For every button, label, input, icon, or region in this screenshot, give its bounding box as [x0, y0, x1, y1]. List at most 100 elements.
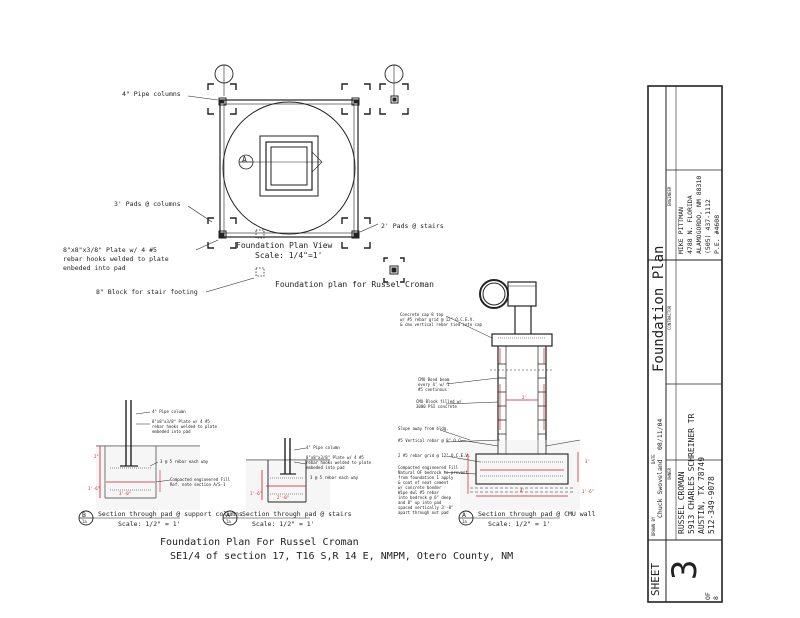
plan-center-inner [270, 146, 308, 186]
tb-eng-addr1: 4788 N. FLORIDA [686, 195, 694, 254]
c-bond-line2: every 4' w/ 1 [418, 382, 450, 387]
b-marker-letter: B [82, 511, 86, 519]
c-cap-line1: Concrete cap 8 top [400, 312, 444, 317]
c-comp-line6: Wipe dwl #5 rebar [398, 490, 439, 495]
c-comp-line5: w/ concrete bonder [398, 485, 442, 490]
tb-drawnby-value: Chuck Swoveland [656, 459, 664, 518]
section-a-drawing [246, 438, 330, 512]
tb-eng-pe: P.E. #4608 [713, 214, 721, 254]
c-section-scale: Scale: 1/2" = 1' [488, 520, 551, 528]
b-section-title: Section through pad @ support columns [98, 510, 243, 518]
label-plate-line1: 8"x8"x3/8" Plate w/ 4 #5 [63, 246, 157, 254]
c-comp-line10: apart through out pad [398, 510, 449, 515]
c-comp-line4: & coat of neat cement [398, 480, 449, 485]
a-dim-width: 2'-0" [277, 495, 290, 500]
a-plate-line1: 8"x8"x3/8" Plate w/ 4 #5 [306, 455, 364, 460]
tb-drawnby-label: DRAWN BY [651, 516, 656, 536]
c-fill-line2: 3000 PSI concrete [416, 404, 457, 409]
label-pads-stairs: 2' Pads @ stairs [381, 222, 444, 230]
c-comp-line7: into bedrock @ 6" deep [398, 495, 451, 500]
tb-of-total: 8 [712, 596, 720, 600]
section-b-drawing [96, 400, 200, 510]
tb-engineer-label: ENGINEER [667, 186, 672, 206]
c-section-title: Section through pad @ CMU wall [478, 510, 596, 518]
c-comp-line2: Natural OF bedrock to prevent [398, 470, 468, 475]
plan-center-arrow [240, 151, 323, 173]
caption-title: Foundation Plan For Russel Croman [160, 537, 359, 548]
b-dim-height: 2" [94, 454, 99, 459]
tb-eng-name: MIKE PITTMAN [677, 207, 685, 254]
caption-legal: SE1/4 of section 17, T16 S,R 14 E, NMPM,… [170, 551, 514, 562]
c-comp-line8: and 8" up into pad [398, 500, 442, 505]
b-dim-depth: 1'-6" [88, 486, 101, 491]
tb-date-label: DATE [651, 454, 656, 464]
c-bond-line3: #5 continous [418, 387, 447, 392]
b-plate-line1: 8"x8"x3/8" Plate w/ 4 #5 [152, 419, 210, 424]
b-pipe-label: 4" Pipe column [152, 409, 186, 414]
b-rebar-label: 3 @ 5 rebar each way [160, 459, 209, 464]
a-pipe-label: 4" Pipe column [306, 445, 340, 450]
a-rebar-label: 3 @ 5 rebar each way [310, 475, 359, 480]
plan-view-title: Foundation Plan View [236, 241, 333, 250]
b-dim-width: 3'-0" [119, 491, 132, 496]
tb-owner-name: RUSSEL CROMAN [677, 471, 686, 534]
a-dim-depth: 1'-6" [250, 491, 263, 496]
title-block [647, 85, 723, 603]
tb-owner-phone: 512-349-9078 [707, 476, 716, 534]
b-plate-line2: rebar hooks welded to plate [152, 424, 218, 429]
b-marker-sub: 1a [82, 519, 87, 524]
tb-owner-addr2: AUSTIN, TX 78749 [697, 456, 706, 534]
column-ne [351, 97, 360, 106]
c-grid-label: 2 #5 rebar grid @ 12" O.C.E.V. [398, 453, 471, 458]
a-plate-line2: rebar hooks welded to plate [306, 460, 372, 465]
label-pipe-columns: 4" Pipe columns [122, 90, 181, 98]
tb-owner-addr1: 5913 CHARLES SCHREINER TR [687, 413, 696, 534]
tb-eng-phone: (505) 437-1112 [704, 199, 712, 254]
c-dim-vertical: 2' [522, 395, 527, 400]
b-fill-line2: Ref. note section A/S-1 [170, 482, 226, 487]
tb-sheet-title: Foundation Plan [651, 245, 667, 372]
plan-inner-square [223, 103, 355, 234]
tb-sheet-label: SHEET [649, 562, 662, 596]
tb-date-value: 08/11/04 [656, 418, 664, 450]
plan-marker-a-letter: A [242, 155, 247, 164]
column-se [351, 230, 360, 239]
label-pads-columns: 3' Pads @ columns [114, 200, 181, 208]
foundation-plan-view [187, 64, 409, 293]
tb-sheet-number: 3 [665, 559, 705, 580]
plan-for-label: Foundation plan for Russel Croman [275, 280, 434, 289]
a-section-scale: Scale: 1/2" = 1' [252, 520, 315, 528]
plan-view-scale: Scale: 1/4"=1' [255, 251, 323, 260]
tb-owner-label: OWNER [667, 467, 672, 480]
c-marker-sub: 1a [462, 519, 467, 524]
c-dim-height: 3' [585, 459, 590, 464]
plan-center-outer [259, 135, 319, 197]
a-marker-sub: 1a [226, 519, 231, 524]
c-bond-line1: CMU Bond beam [418, 377, 450, 382]
c-marker-letter: A [462, 511, 466, 519]
c-dim-width: 4' [520, 488, 525, 493]
tb-of-label: OF [704, 592, 712, 600]
c-comp-line9: spaced vertically 3'-0" [398, 505, 454, 510]
a-section-title: Section through pad @ stairs [242, 510, 352, 518]
tb-eng-addr2: ALAMOGORDO, NM 88310 [695, 175, 703, 254]
c-dim-depth: 1'-6" [582, 489, 595, 494]
plan-center-mid [265, 141, 313, 191]
b-section-scale: Scale: 1/2" = 1' [118, 520, 181, 528]
c-cap-line3: & cmu vertical rebar tied into cap [400, 322, 482, 327]
c-vrebar-label: #5 Vertical rebar @ 8" O.C. [398, 438, 464, 443]
a-marker-letter: A [226, 511, 230, 519]
railing-ring [479, 279, 509, 309]
c-comp-line3: from foundation 1 apply [398, 475, 454, 480]
column-nw [218, 97, 227, 106]
label-plate-line2: rebar hooks welded to plate [63, 255, 169, 263]
b-plate-line3: embeded into pad [152, 429, 191, 434]
a-plate-line3: embeded into pad [306, 465, 345, 470]
section-marker-symbols [78, 510, 560, 526]
c-cap-line2: w/ #5 rebar grid @ 12" O.C.E.V. [400, 317, 475, 322]
c-slope-label: Slope away from bldg. [398, 426, 449, 431]
b-fill-line1: Compacted engineered Fill [170, 477, 231, 482]
c-comp-line1: Compacted engineered Fill [398, 465, 459, 470]
plan-deck-circle [222, 101, 356, 235]
